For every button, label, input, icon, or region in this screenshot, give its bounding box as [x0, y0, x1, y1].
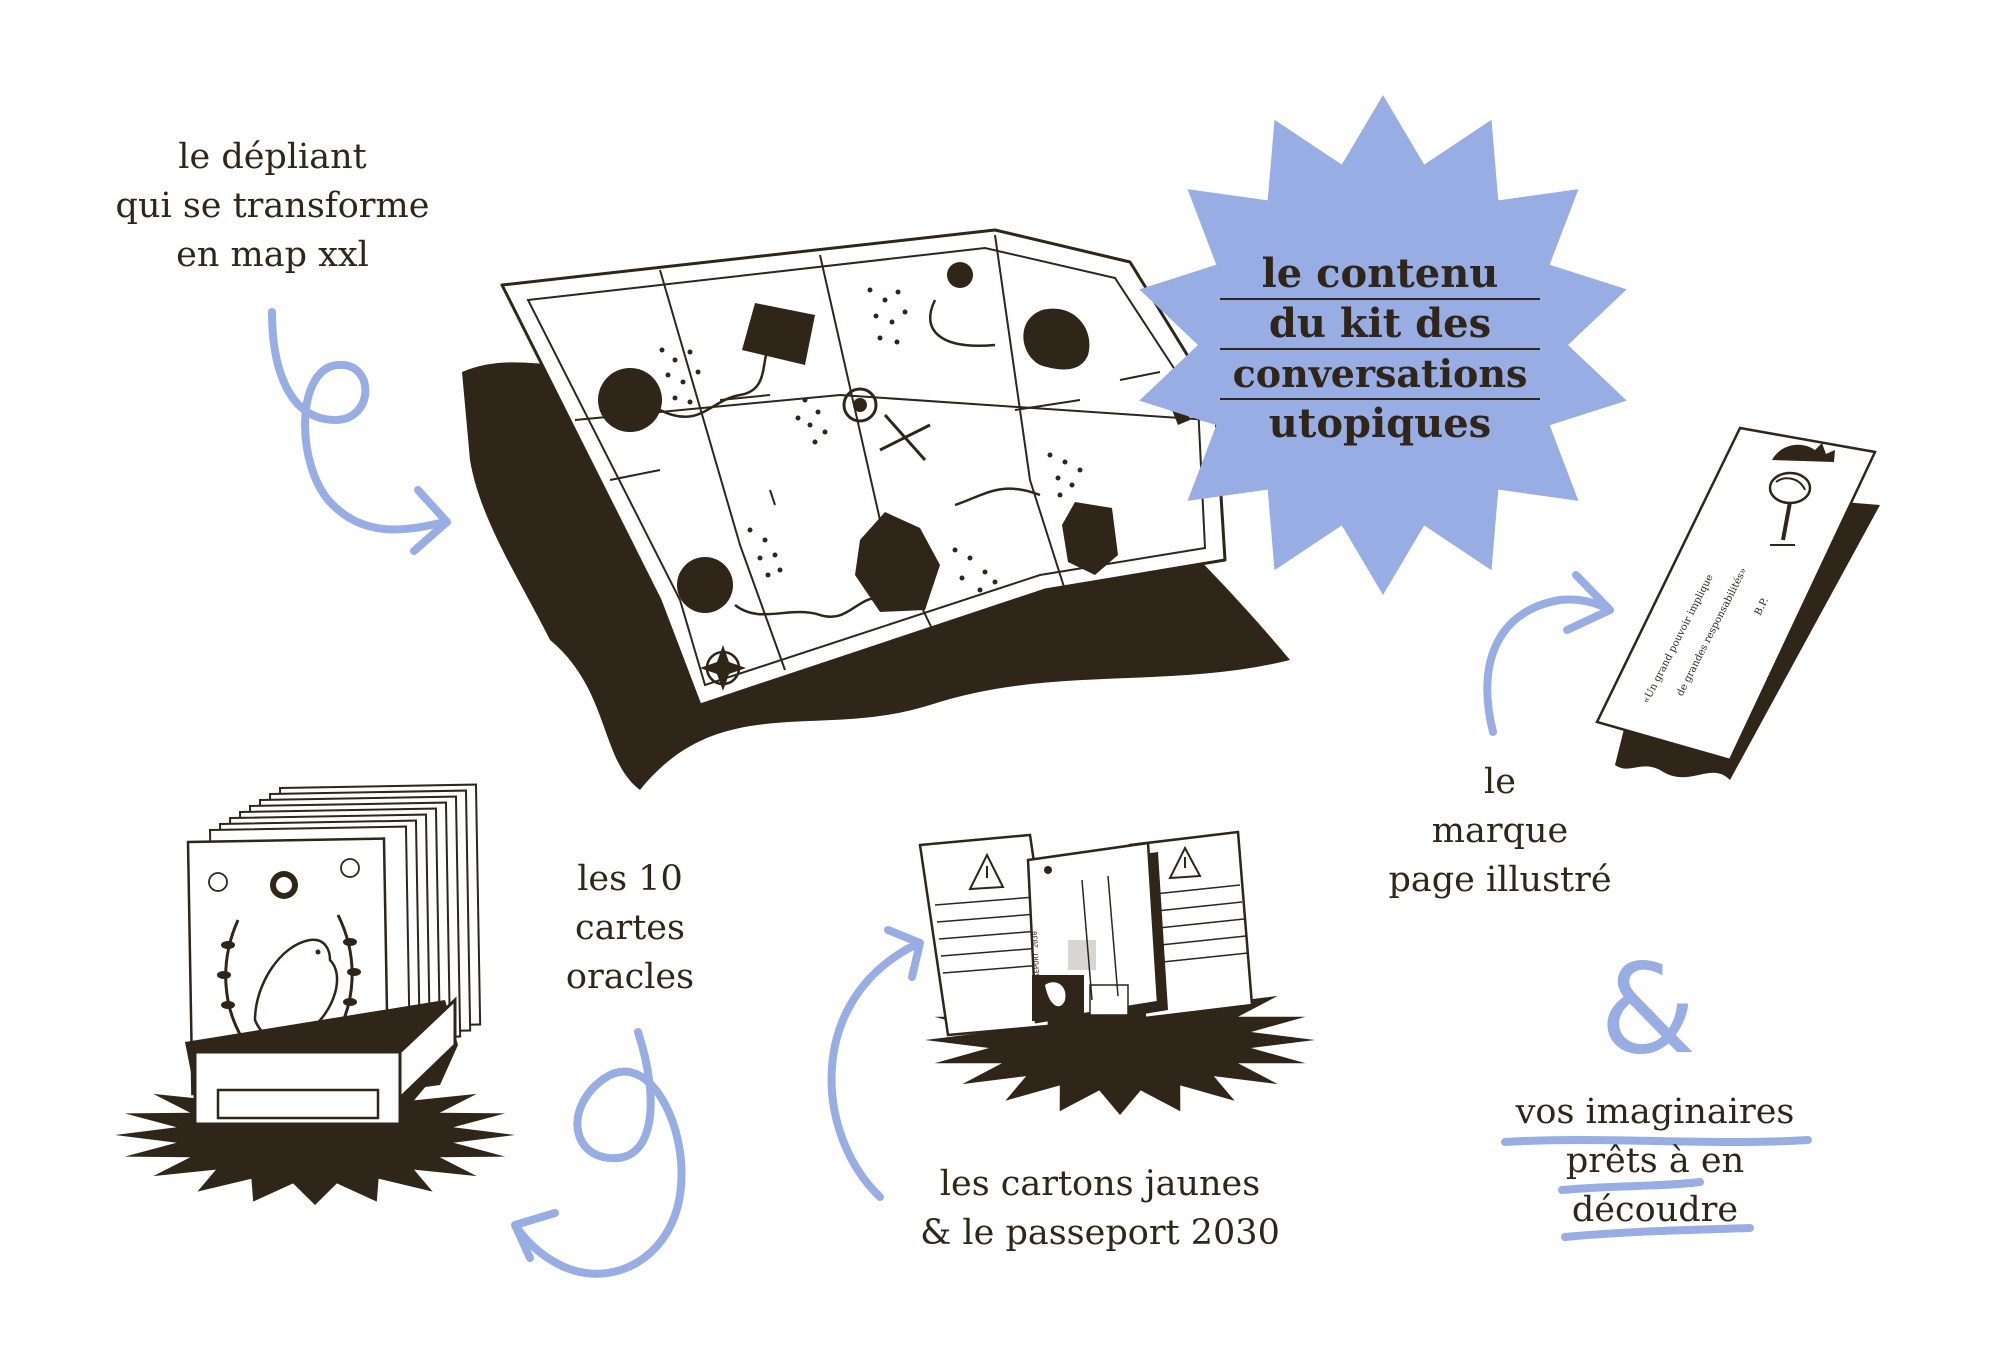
folded-map-illustration — [462, 228, 1290, 790]
map-blob — [1062, 502, 1118, 575]
kit-title-line-2: du kit des — [1220, 300, 1540, 350]
underline-stroke — [1561, 1224, 1754, 1241]
map-x-mark — [879, 414, 931, 461]
passport: PASSEPORT 2030 — [1026, 841, 1168, 1030]
map-blob — [947, 262, 973, 288]
arrow-curl-icon — [511, 1028, 686, 1278]
map-blob — [742, 303, 815, 365]
smiley-icon — [340, 858, 360, 878]
cartes-oracles-label-line: oracles — [565, 957, 695, 997]
bookmark-illustration — [1595, 426, 1880, 780]
kit-title-line-1: le contenu — [1220, 250, 1540, 300]
cartes-oracles-label-line: cartes — [575, 908, 685, 948]
map-border — [526, 246, 1207, 687]
arrow-head-icon — [884, 926, 924, 981]
map-blob — [855, 512, 940, 612]
arrow-head-icon — [511, 1209, 559, 1262]
cartons-label-line: les cartons jaunes — [939, 1164, 1261, 1204]
star-badge — [1139, 95, 1627, 595]
marque-page-label-line: marque — [1431, 811, 1569, 851]
cartons-illustration: PASSEPORT 2030 — [918, 830, 1315, 1115]
map-blob — [598, 368, 662, 432]
arrow-curl-icon — [1483, 595, 1614, 736]
arrow-curl-icon — [268, 308, 449, 534]
compass-star-icon — [700, 645, 746, 691]
marque-page-label-line: le — [1484, 762, 1516, 802]
depliant-label-line: le dépliant — [178, 137, 367, 177]
kit-title-line-4: utopiques — [1268, 400, 1492, 447]
cards-splash — [115, 1065, 515, 1205]
cartons-label-line: & le passeport 2030 — [920, 1213, 1280, 1253]
map-blob — [677, 557, 733, 613]
cartons-label: les cartons jaunes & le passeport 2030 — [890, 1160, 1310, 1258]
cartes-oracles-label: les 10 cartes oracles — [520, 855, 740, 1002]
ampersand-icon: & — [1599, 938, 1697, 1082]
kit-title-line-3: conversations — [1220, 350, 1540, 400]
map-dots — [659, 287, 1083, 593]
oracle-cards-illustration — [115, 783, 515, 1205]
closing-text-line: prêts à en — [1565, 1141, 1745, 1181]
map-target — [853, 398, 867, 412]
closing-text-line: découdre — [1571, 1190, 1739, 1230]
map-paths — [659, 299, 1041, 618]
closing-text-line: vos imaginaires — [1515, 1092, 1795, 1132]
card-box — [185, 996, 458, 1126]
arrow-head-icon — [1563, 571, 1614, 634]
marque-page-label: le marque page illustré — [1355, 758, 1645, 905]
arrow-curl-icon — [827, 941, 919, 1201]
marque-page-label-line: page illustré — [1388, 860, 1612, 900]
underline-stroke — [1501, 1136, 1812, 1146]
bookmark-card — [1595, 426, 1877, 762]
tree-icon — [1768, 443, 1835, 546]
cartons-splash — [925, 965, 1315, 1115]
map-target — [842, 387, 878, 423]
cartes-oracles-label-line: les 10 — [577, 859, 683, 899]
depliant-label: le dépliant qui se transforme en map xxl — [75, 133, 470, 280]
depliant-label-line: en map xxl — [176, 235, 369, 275]
closing-text: vos imaginaires prêts à en découdre — [1485, 1088, 1825, 1235]
warning-triangle-icon — [968, 852, 1005, 891]
depliant-label-line: qui se transforme — [115, 186, 430, 226]
map-blob — [1023, 308, 1090, 370]
smiley-icon — [208, 872, 228, 892]
underline-stroke — [1558, 1178, 1704, 1194]
passport-title: PASSEPORT 2030 — [1031, 931, 1042, 990]
warning-triangle-icon — [1168, 845, 1202, 880]
kit-title: le contenu du kit des conversations utop… — [1220, 250, 1540, 448]
arrow-head-icon — [410, 486, 451, 555]
